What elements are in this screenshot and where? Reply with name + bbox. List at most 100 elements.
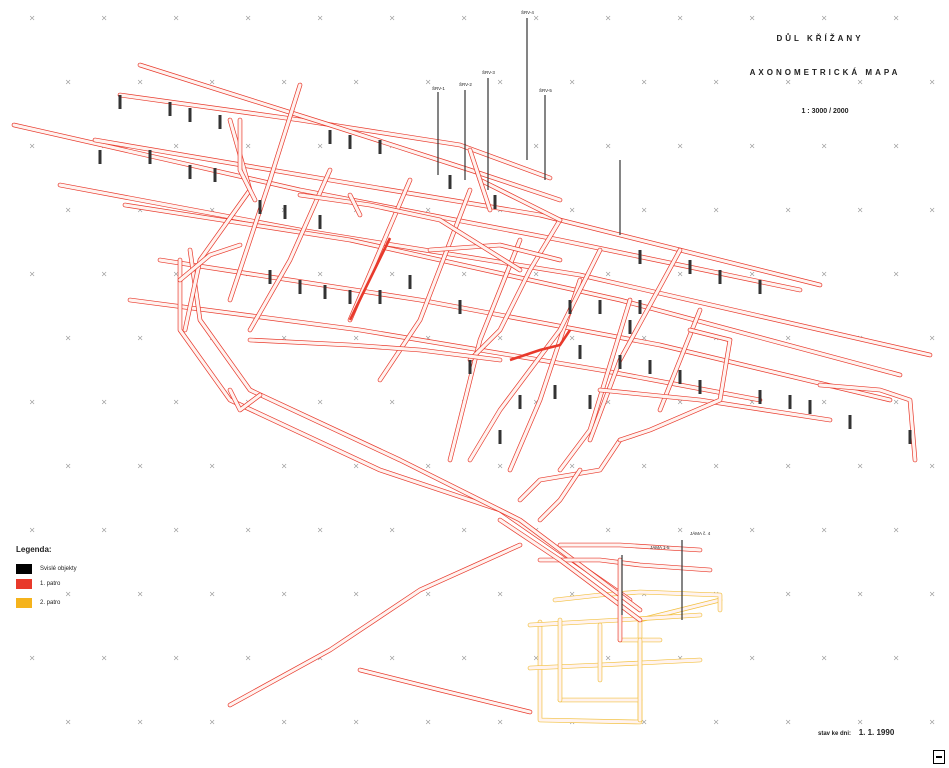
raise-10 xyxy=(213,168,217,182)
legend-swatch-level-2 xyxy=(16,598,32,608)
grid-marker xyxy=(857,463,863,469)
map-subtitle: AXONOMETRICKÁ MAPA xyxy=(749,68,901,77)
tunnel-l1-5-fill xyxy=(123,203,902,377)
legend-title: Legenda: xyxy=(16,545,52,554)
grid-marker xyxy=(497,719,503,725)
highlight-segment-0 xyxy=(348,237,392,321)
raise-41 xyxy=(553,385,557,399)
raise-11 xyxy=(258,200,262,214)
level-1-tunnels xyxy=(11,62,933,715)
vertical-objects xyxy=(98,18,912,620)
grid-marker xyxy=(857,79,863,85)
grid-marker xyxy=(497,335,503,341)
grid-marker xyxy=(821,15,827,21)
raise-26 xyxy=(718,270,722,284)
grid-marker xyxy=(281,463,287,469)
grid-marker xyxy=(893,271,899,277)
grid-marker xyxy=(893,527,899,533)
grid-marker xyxy=(29,143,35,149)
tunnel-l1-36-fill xyxy=(358,668,532,714)
legend-swatch-vertical xyxy=(16,564,32,574)
raise-17 xyxy=(348,290,352,304)
legend-label-vertical: Svislé objekty xyxy=(40,566,77,572)
raise-25 xyxy=(688,260,692,274)
raise-9 xyxy=(188,165,192,179)
grid-marker xyxy=(749,15,755,21)
tunnel-l1-4-fill xyxy=(138,63,562,202)
legend-item-vertical: Svislé objekty xyxy=(16,564,77,574)
tunnel-l1-17-fill xyxy=(558,298,632,472)
raise-43 xyxy=(628,320,632,334)
grid-marker xyxy=(605,143,611,149)
grid-marker xyxy=(209,79,215,85)
raise-40 xyxy=(518,395,522,409)
grid-marker xyxy=(137,719,143,725)
tunnel-l1-18-fill xyxy=(658,308,702,412)
grid-marker xyxy=(389,527,395,533)
grid-marker xyxy=(461,271,467,277)
tunnel-l1-11-fill xyxy=(228,83,302,302)
grid-marker xyxy=(173,143,179,149)
grid-marker xyxy=(533,143,539,149)
grid-marker xyxy=(569,463,575,469)
grid-marker xyxy=(641,207,647,213)
raise-37 xyxy=(908,430,912,444)
grid-marker xyxy=(65,207,71,213)
raise-39 xyxy=(498,430,502,444)
grid-marker xyxy=(281,335,287,341)
grid-marker xyxy=(389,655,395,661)
grid-marker xyxy=(173,655,179,661)
tunnel-l1-26-outline xyxy=(517,437,623,503)
grid-marker xyxy=(533,271,539,277)
raise-31 xyxy=(678,370,682,384)
raise-2 xyxy=(188,108,192,122)
grid-marker xyxy=(281,79,287,85)
grid-marker xyxy=(533,15,539,21)
grid-marker xyxy=(641,335,647,341)
tunnel-l1-26-fill xyxy=(518,438,622,502)
raise-1 xyxy=(168,102,172,116)
grid-marker xyxy=(569,335,575,341)
grid-marker xyxy=(821,655,827,661)
tunnel-l1-23-fill xyxy=(428,243,562,262)
grid-marker xyxy=(353,335,359,341)
grid-marker xyxy=(137,463,143,469)
grid-marker xyxy=(785,591,791,597)
grid-marker xyxy=(317,399,323,405)
tunnel-l1-37-fill xyxy=(178,243,242,282)
grid-marker xyxy=(65,335,71,341)
document-icon xyxy=(933,750,945,764)
raise-5 xyxy=(348,135,352,149)
grid-marker xyxy=(353,719,359,725)
legend-swatch-level-1 xyxy=(16,579,32,589)
tunnel-l1-7-outline xyxy=(127,297,763,403)
raise-19 xyxy=(408,275,412,289)
grid-marker xyxy=(29,271,35,277)
raise-21 xyxy=(568,300,572,314)
raise-18 xyxy=(378,290,382,304)
raise-33 xyxy=(758,390,762,404)
tunnel-l1-38-fill xyxy=(238,118,257,202)
grid-marker xyxy=(713,207,719,213)
grid-marker xyxy=(461,527,467,533)
grid-marker xyxy=(173,15,179,21)
tunnel-l1-35-fill xyxy=(228,543,522,707)
map-title: DŮL KŘÍŽANY xyxy=(776,34,864,43)
grid-marker xyxy=(929,591,935,597)
grid-marker xyxy=(677,15,683,21)
grid-marker xyxy=(785,207,791,213)
tunnel-l1-1-fill xyxy=(58,183,932,357)
tunnel-l1-12-fill xyxy=(248,168,332,332)
grid-marker xyxy=(929,463,935,469)
raise-45 xyxy=(493,195,497,209)
shaft-label-1: ŠRV-2 xyxy=(459,81,472,87)
grid-marker xyxy=(785,463,791,469)
grid-marker xyxy=(893,655,899,661)
map-scale: 1 : 3000 / 2000 xyxy=(801,108,849,115)
grid-marker xyxy=(425,719,431,725)
grid-marker xyxy=(605,527,611,533)
grid-marker xyxy=(317,527,323,533)
grid-marker xyxy=(245,15,251,21)
grid-marker xyxy=(641,79,647,85)
